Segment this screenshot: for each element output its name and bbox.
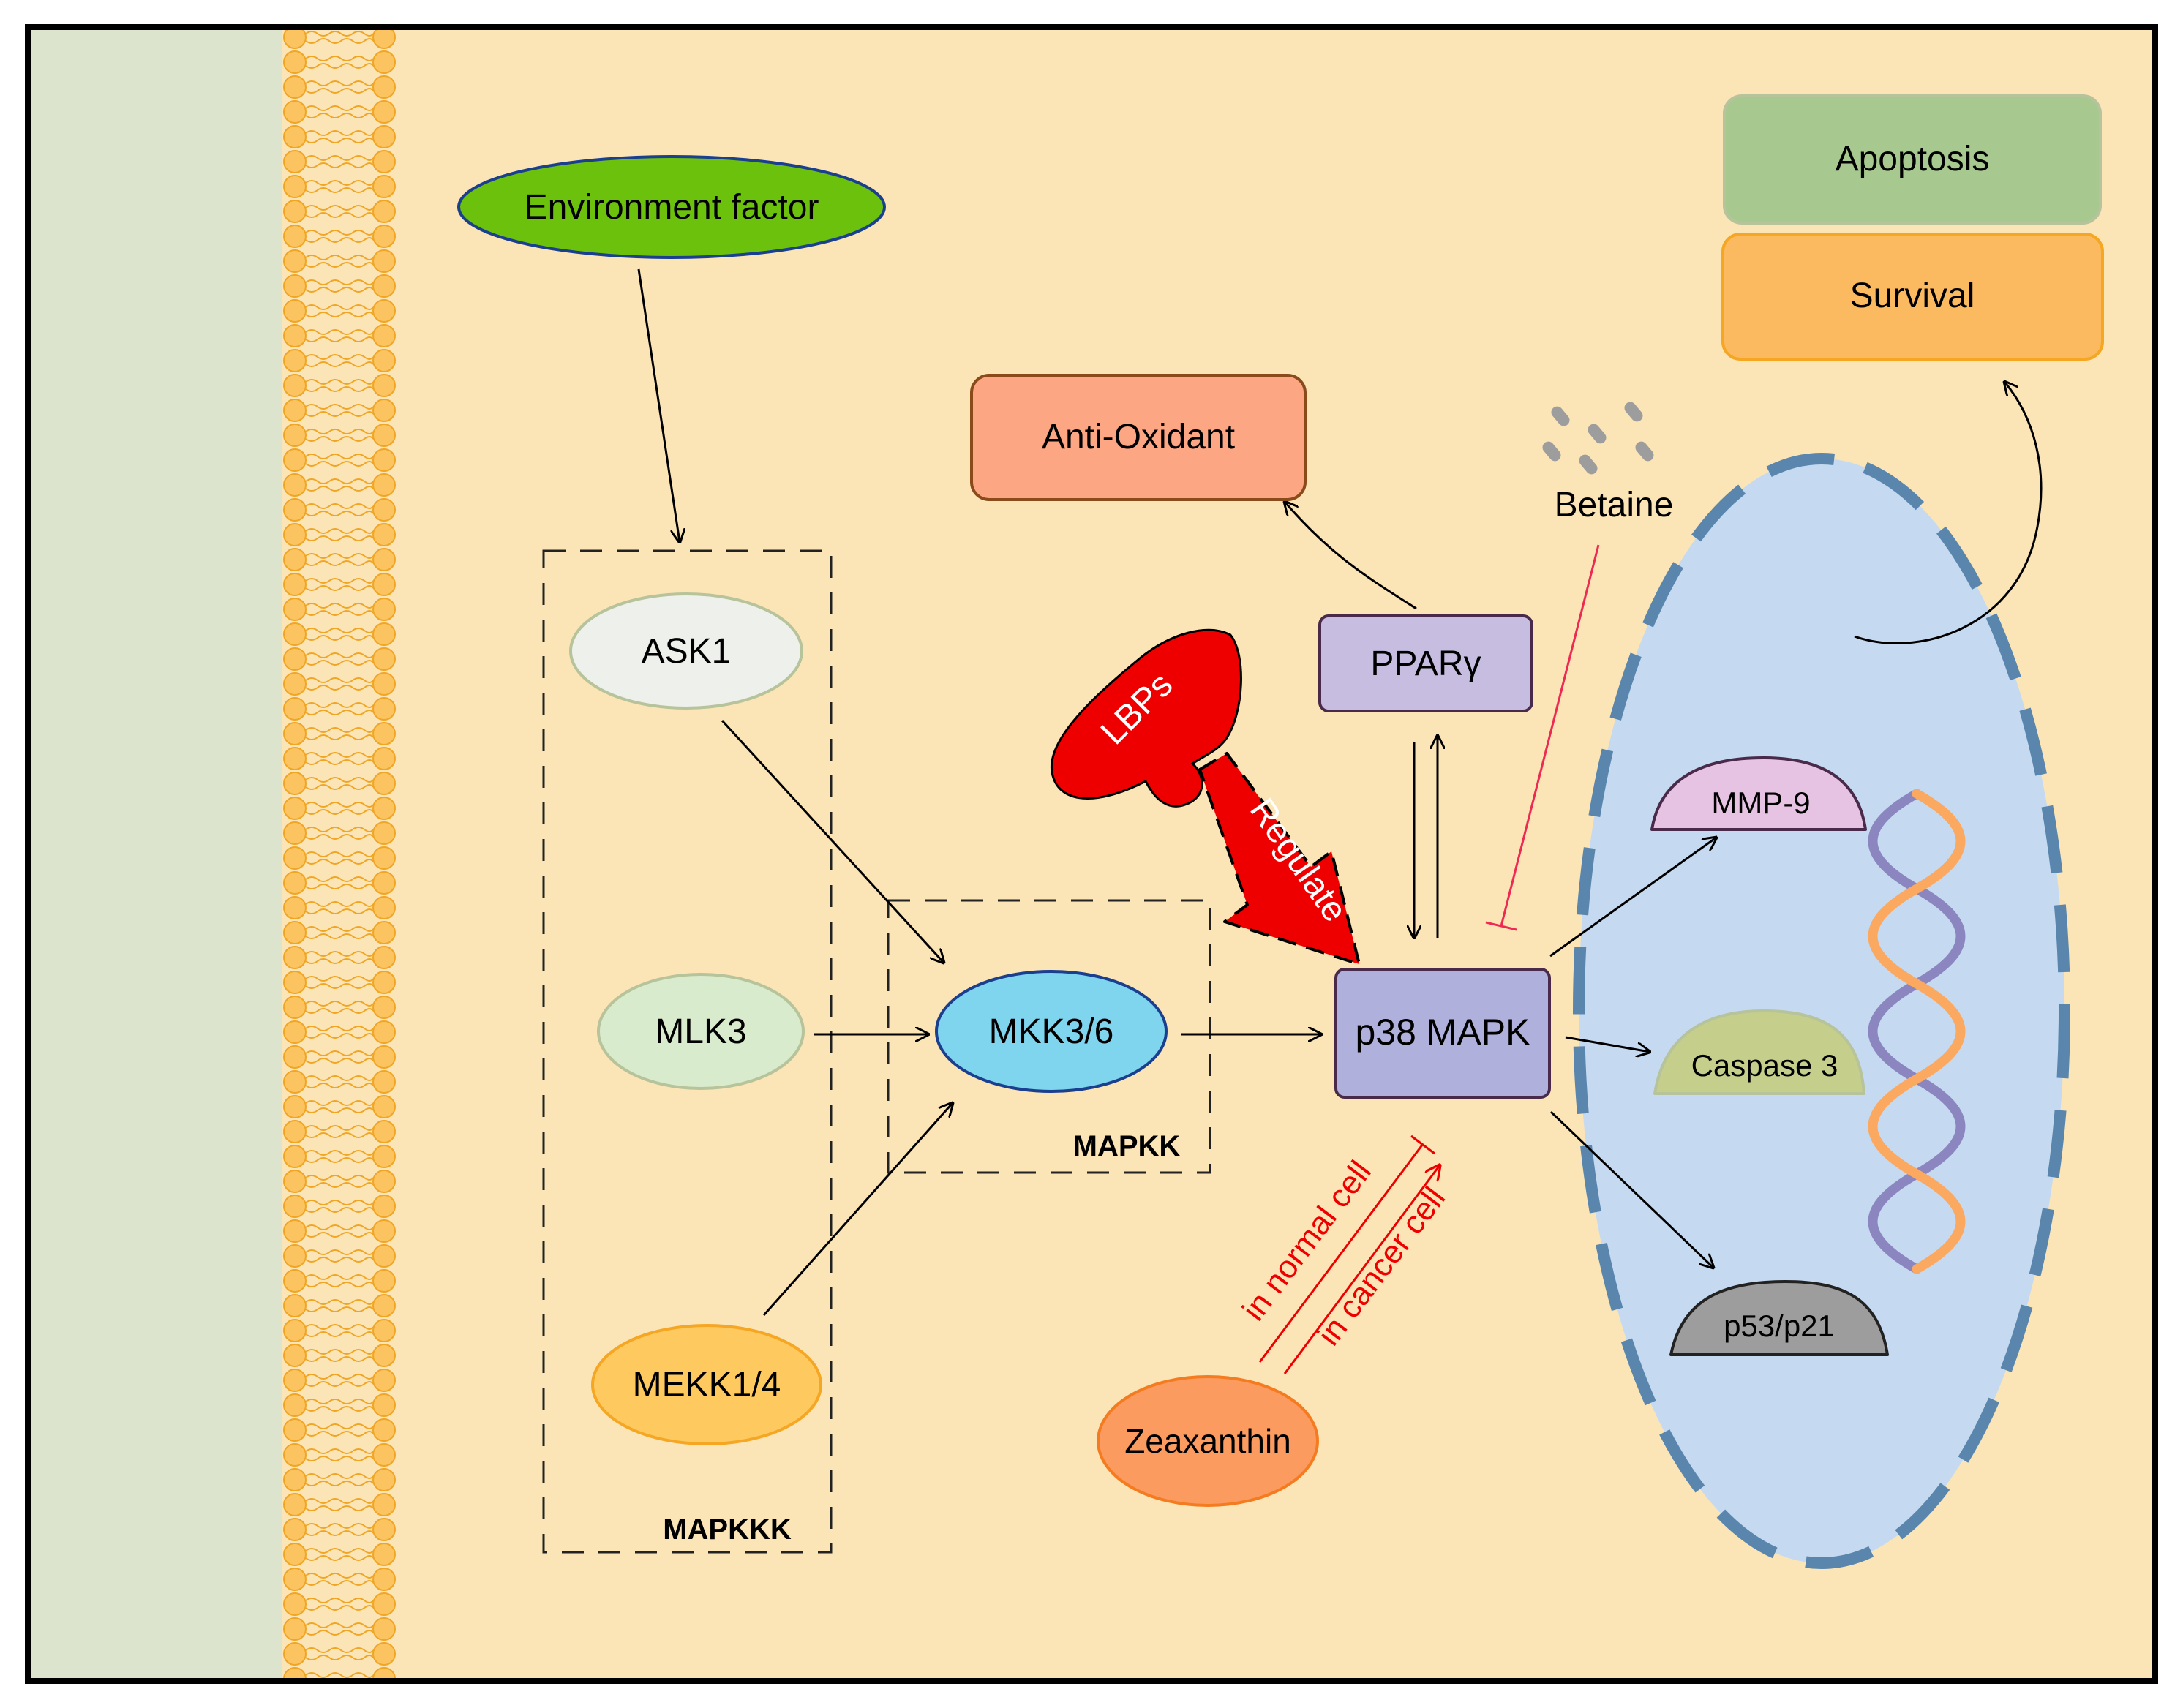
mlk3-node: MLK3 (597, 973, 805, 1090)
arrow-environment-to-ask1 (637, 268, 680, 542)
mapkkk-label: MAPKKK (663, 1513, 792, 1546)
arrow-ask1-to-mkk36 (721, 719, 944, 963)
activation-arrows (637, 268, 2043, 1316)
zeaxanthin-activates-p38-cancer (1283, 1165, 1440, 1374)
group-mapkk: MAPKK (887, 899, 1211, 1174)
ppar-label: PPARγ (1370, 644, 1481, 683)
arrow-ppar-to-antioxidant (1285, 502, 1417, 610)
arrow-nucleus-to-outcomes (1854, 382, 2043, 644)
zeaxanthin-label: Zeaxanthin (1124, 1422, 1291, 1460)
environment-factor-label: Environment factor (525, 188, 819, 227)
p53p21-node: p53/p21 (1669, 1280, 1889, 1356)
mmp9-node: MMP-9 (1650, 756, 1867, 831)
mlk3-label: MLK3 (655, 1012, 746, 1051)
p38-mapk-label: p38 MAPK (1355, 1012, 1530, 1053)
survival-node: Survival (1721, 233, 2104, 361)
dna-helix-icon (1868, 789, 1966, 1274)
anti-oxidant-label: Anti-Oxidant (1042, 418, 1235, 456)
caspase3-node: Caspase 3 (1653, 1009, 1865, 1095)
mapkk-label: MAPKK (1073, 1130, 1181, 1162)
lbps-node: LBPs (1050, 628, 1242, 808)
mekk14-label: MEKK1/4 (633, 1366, 781, 1404)
p38-mapk-node: p38 MAPK (1334, 968, 1551, 1099)
anti-oxidant-node: Anti-Oxidant (970, 374, 1307, 501)
environment-factor-node: Environment factor (457, 155, 886, 259)
group-mapkkk: MAPKKK (542, 549, 833, 1554)
betaine-node: Betaine (1555, 486, 1674, 524)
betaine-molecules-icon (1542, 402, 1654, 475)
betaine-inhibition (1485, 544, 1600, 931)
mkk36-node: MKK3/6 (935, 970, 1168, 1093)
ask1-label: ASK1 (642, 632, 732, 671)
survival-label: Survival (1850, 276, 1975, 315)
arrow-p38-to-p53p21 (1549, 1110, 1713, 1268)
cell-membrane (281, 30, 398, 1678)
caspase3-label: Caspase 3 (1691, 1048, 1838, 1083)
mmp9-label: MMP-9 (1711, 786, 1810, 820)
ppar-node: PPARγ (1318, 614, 1533, 712)
betaine-label: Betaine (1555, 486, 1674, 524)
ask1-node: ASK1 (569, 592, 803, 710)
arrow-p38-to-caspase3 (1565, 1036, 1650, 1052)
zeaxanthin-inhibits-p38-normal (1258, 1143, 1424, 1363)
apoptosis-node: Apoptosis (1723, 94, 2102, 225)
mkk36-label: MKK3/6 (989, 1012, 1114, 1051)
nucleus (1573, 453, 2070, 1569)
apoptosis-label: Apoptosis (1836, 140, 1990, 178)
p53p21-label: p53/p21 (1724, 1309, 1835, 1343)
arrow-mekk14-to-mkk36 (762, 1103, 953, 1316)
zeaxanthin-node: Zeaxanthin (1097, 1375, 1319, 1507)
arrow-p38-to-mmp9 (1549, 838, 1716, 958)
mekk14-node: MEKK1/4 (591, 1324, 822, 1445)
